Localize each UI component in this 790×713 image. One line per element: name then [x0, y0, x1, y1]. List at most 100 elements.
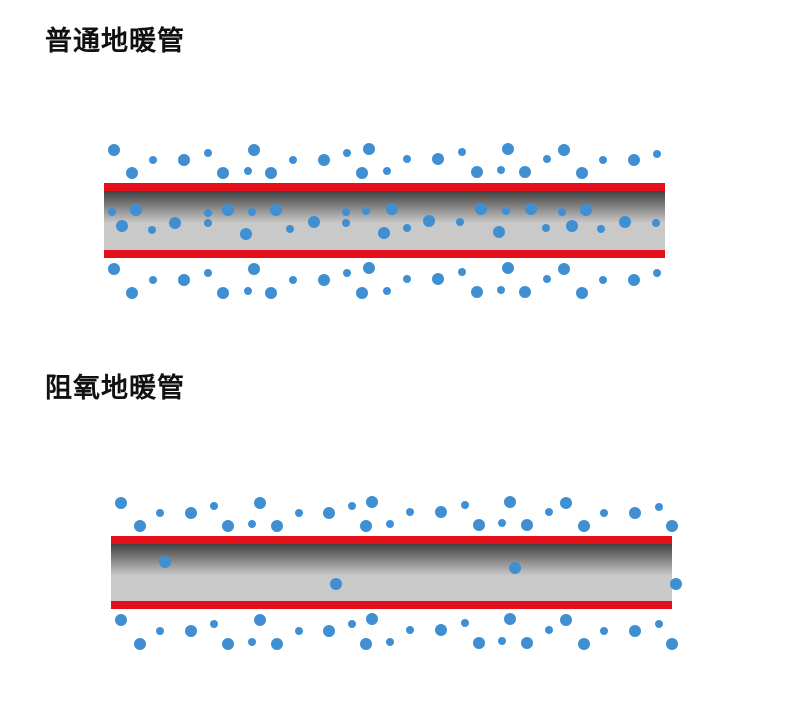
oxygen-barrier-pipe — [111, 536, 672, 609]
oxygen-bubble-icon — [148, 226, 156, 234]
oxygen-bubble-icon — [289, 276, 297, 284]
oxygen-bubble-icon — [383, 287, 391, 295]
oxygen-bubble-icon — [222, 520, 234, 532]
oxygen-bubble-icon — [156, 627, 164, 635]
oxygen-bubble-icon — [360, 520, 372, 532]
oxygen-bubble-icon — [244, 167, 252, 175]
oxygen-bubble-icon — [566, 220, 578, 232]
oxygen-bubble-icon — [403, 224, 411, 232]
oxygen-bubble-icon — [629, 625, 641, 637]
oxygen-bubble-icon — [599, 276, 607, 284]
oxygen-bubble-icon — [435, 506, 447, 518]
oxygen-bubble-icon — [149, 156, 157, 164]
oxygen-bubble-icon — [240, 228, 252, 240]
oxygen-bubble-icon — [619, 216, 631, 228]
oxygen-bubble-icon — [115, 497, 127, 509]
ordinary-pipe-bottom-wall — [104, 250, 665, 258]
oxygen-bubble-icon — [597, 225, 605, 233]
oxygen-bubble-icon — [475, 203, 487, 215]
oxygen-bubble-icon — [204, 269, 212, 277]
oxygen-bubble-icon — [560, 497, 572, 509]
oxygen-bubble-icon — [521, 637, 533, 649]
oxygen-bubble-icon — [578, 520, 590, 532]
oxygen-bubble-icon — [318, 154, 330, 166]
oxygen-bubble-icon — [386, 203, 398, 215]
oxygen-bubble-icon — [360, 638, 372, 650]
oxygen-bubble-icon — [580, 204, 592, 216]
oxygen-bubble-icon — [286, 225, 294, 233]
oxygen-bubble-icon — [295, 627, 303, 635]
oxygen-bubble-icon — [271, 638, 283, 650]
oxygen-bubble-icon — [403, 275, 411, 283]
oxygen-bubble-icon — [265, 167, 277, 179]
oxygen-bubble-icon — [432, 153, 444, 165]
oxygen-bubble-icon — [504, 496, 516, 508]
oxygen-bubble-icon — [406, 508, 414, 516]
oxygen-bubble-icon — [432, 273, 444, 285]
oxygen-bubble-icon — [558, 263, 570, 275]
ordinary-pipe-oxygen-bubbles — [108, 143, 661, 299]
oxygen-bubble-icon — [248, 638, 256, 646]
oxygen-bubble-icon — [308, 216, 320, 228]
oxygen-bubble-icon — [493, 226, 505, 238]
oxygen-bubble-icon — [435, 624, 447, 636]
oxygen-bubble-icon — [204, 219, 212, 227]
oxygen-bubble-icon — [108, 263, 120, 275]
oxygen-bubble-icon — [576, 167, 588, 179]
oxygen-bubble-icon — [497, 166, 505, 174]
oxygen-bubble-icon — [116, 220, 128, 232]
ordinary-pipe-core — [104, 190, 665, 250]
oxygen-bubble-icon — [545, 626, 553, 634]
oxygen-bubble-icon — [666, 520, 678, 532]
oxygen-bubble-icon — [525, 203, 537, 215]
ordinary-pipe — [104, 183, 665, 258]
oxygen-bubble-icon — [629, 507, 641, 519]
oxygen-bubble-icon — [628, 154, 640, 166]
oxygen-bubble-icon — [108, 144, 120, 156]
oxygen-bubble-icon — [386, 638, 394, 646]
oxygen-bubble-icon — [323, 507, 335, 519]
oxygen-bubble-icon — [542, 224, 550, 232]
oxygen-bubble-icon — [509, 562, 521, 574]
oxygen-bubble-icon — [545, 508, 553, 516]
oxygen-bubble-icon — [248, 263, 260, 275]
oxygen-bubble-icon — [295, 509, 303, 517]
oxygen-bubble-icon — [330, 578, 342, 590]
oxygen-bubble-icon — [652, 219, 660, 227]
oxygen-barrier-pipe-core — [111, 543, 672, 602]
oxygen-bubble-icon — [343, 269, 351, 277]
oxygen-bubble-icon — [356, 287, 368, 299]
oxygen-bubble-icon — [323, 625, 335, 637]
oxygen-bubble-icon — [222, 204, 234, 216]
oxygen-bubble-icon — [204, 149, 212, 157]
oxygen-bubble-icon — [497, 286, 505, 294]
oxygen-bubble-icon — [471, 286, 483, 298]
oxygen-bubble-icon — [265, 287, 277, 299]
oxygen-bubble-icon — [543, 155, 551, 163]
oxygen-bubble-icon — [502, 143, 514, 155]
oxygen-bubble-icon — [149, 276, 157, 284]
ordinary-pipe-top-wall — [104, 183, 665, 191]
oxygen-bubble-icon — [576, 287, 588, 299]
oxygen-bubble-icon — [270, 204, 282, 216]
oxygen-bubble-icon — [473, 637, 485, 649]
oxygen-bubble-icon — [386, 520, 394, 528]
oxygen-bubble-icon — [498, 637, 506, 645]
oxygen-bubble-icon — [222, 638, 234, 650]
oxygen-bubble-icon — [217, 167, 229, 179]
oxygen-bubble-icon — [348, 620, 356, 628]
oxygen-bubble-icon — [356, 167, 368, 179]
oxygen-bubble-icon — [378, 227, 390, 239]
oxygen-bubble-icon — [254, 497, 266, 509]
oxygen-bubble-icon — [244, 287, 252, 295]
oxygen-bubble-icon — [210, 502, 218, 510]
oxygen-bubble-icon — [461, 501, 469, 509]
oxygen-bubble-icon — [423, 215, 435, 227]
oxygen-bubble-icon — [519, 166, 531, 178]
ordinary-pipe-title: 普通地暖管 — [45, 26, 185, 57]
oxygen-bubble-icon — [366, 613, 378, 625]
oxygen-bubble-icon — [178, 274, 190, 286]
oxygen-barrier-pipe-bottom-wall — [111, 601, 672, 609]
oxygen-bubble-icon — [210, 620, 218, 628]
